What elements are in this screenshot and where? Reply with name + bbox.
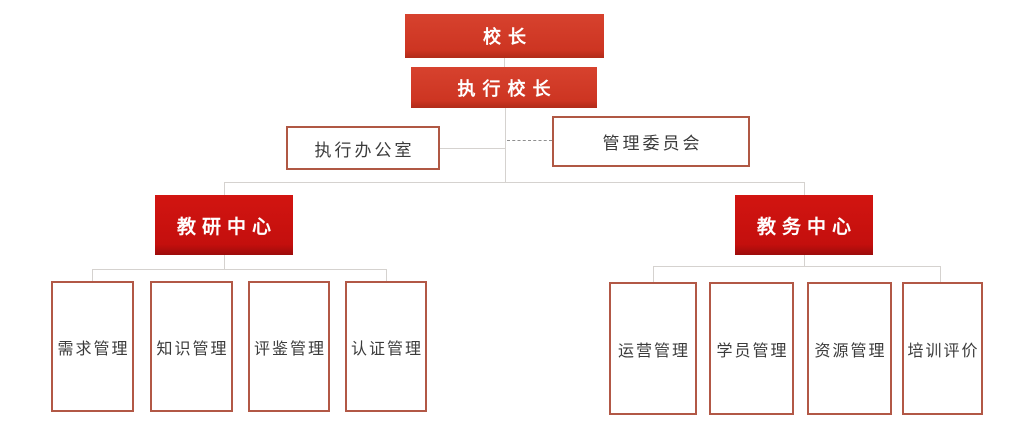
connector-academic-trunk	[804, 255, 805, 266]
org-node-management-committee: 管理委员会	[552, 116, 750, 167]
org-node-executive-office: 执行办公室	[286, 126, 440, 170]
org-node-certification-management: 认证管理	[345, 281, 427, 412]
org-node-resource-management: 资源管理	[807, 282, 892, 415]
connector-office-link	[440, 148, 505, 149]
connector-academic-rail	[653, 266, 940, 267]
connector-drop-academic-child-1	[653, 266, 654, 282]
org-node-academic-center: 教务中心	[735, 195, 873, 255]
org-node-training-evaluation: 培训评价	[902, 282, 983, 415]
org-node-executive-principal: 执行校长	[411, 67, 597, 108]
org-node-knowledge-management: 知识管理	[150, 281, 233, 412]
org-node-principal: 校长	[405, 14, 604, 58]
connector-committee-dashed-link	[507, 140, 552, 141]
org-node-research-center: 教研中心	[155, 195, 293, 255]
connector-drop-research-center	[224, 182, 225, 195]
connector-research-trunk	[224, 255, 225, 269]
connector-principal-to-executive	[504, 58, 505, 67]
org-node-evaluation-management: 评鉴管理	[248, 281, 330, 412]
connector-drop-academic-center	[804, 182, 805, 195]
org-node-demand-management: 需求管理	[51, 281, 134, 412]
connector-centers-rail	[224, 182, 805, 183]
org-node-student-management: 学员管理	[709, 282, 794, 415]
connector-executive-trunk	[505, 108, 506, 182]
org-node-operations-management: 运营管理	[609, 282, 697, 415]
connector-drop-research-child-4	[386, 269, 387, 281]
connector-drop-research-child-1	[92, 269, 93, 281]
connector-drop-academic-child-4	[940, 266, 941, 282]
connector-research-rail	[92, 269, 386, 270]
